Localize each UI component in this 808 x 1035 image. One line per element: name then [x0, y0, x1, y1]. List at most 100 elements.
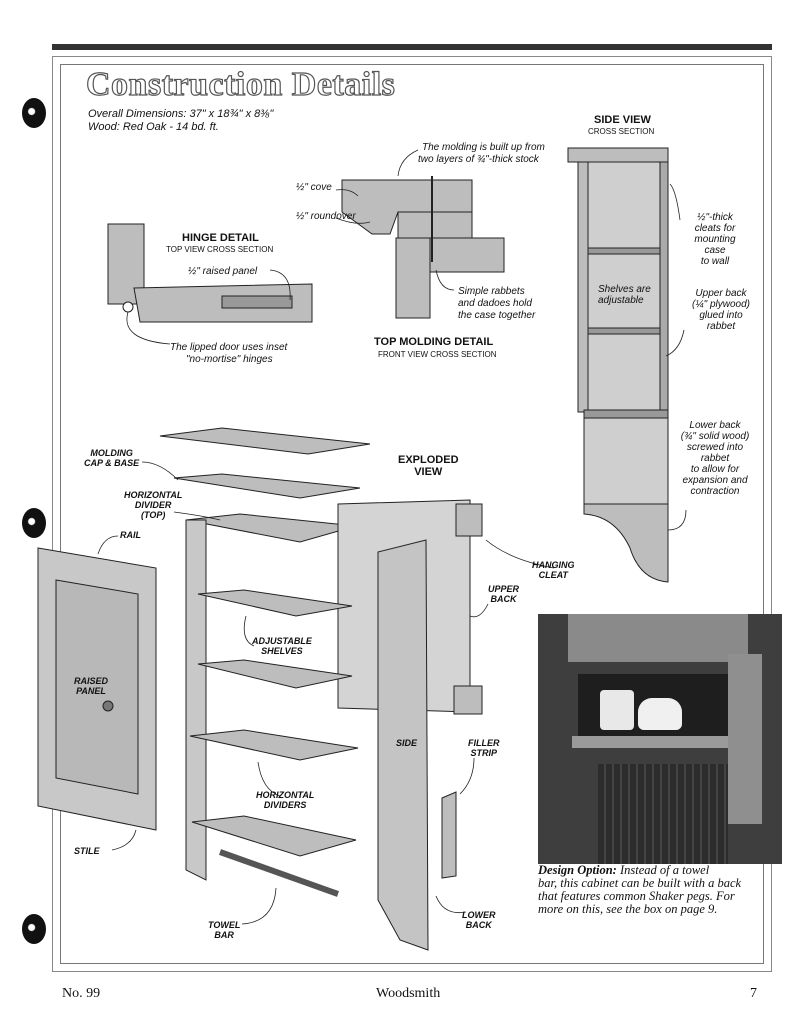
molding-cap-label1: MOLDING — [90, 448, 133, 458]
stile-label: STILE — [74, 846, 100, 856]
photo-sugar-bowl — [638, 698, 682, 730]
top-molding-lower — [397, 211, 473, 239]
design-option-line3: that features common Shaker pegs. For — [538, 889, 735, 903]
hinge-note-line1: The lipped door uses inset — [170, 342, 288, 353]
raised-panel-label1: RAISED — [74, 676, 109, 686]
molding-note-line1: The molding is built up from — [422, 142, 545, 153]
shelf — [197, 589, 353, 617]
left-side — [185, 519, 207, 881]
magazine-name: Woodsmith — [376, 986, 441, 1001]
door-knob — [102, 700, 114, 712]
photo-back-boards — [598, 764, 728, 864]
adj-shelves-label1: ADJUSTABLE — [252, 636, 312, 646]
page-number: 7 — [750, 986, 757, 1001]
design-option-lead: Design Option: — [538, 863, 617, 877]
hinge-subheading: TOP VIEW CROSS SECTION — [166, 245, 274, 254]
binder-hole-icon — [22, 508, 46, 538]
molding-cap-label2: CAP & BASE — [84, 458, 140, 468]
hanging-cleat-label2: CLEAT — [538, 570, 568, 580]
upper-back-line1: Upper back — [695, 288, 747, 299]
cleats-line5: to wall — [700, 256, 730, 267]
lower-back-line5: to allow for — [690, 464, 740, 475]
hdividers-label1: HORIZONTAL — [256, 790, 315, 800]
side-lower — [583, 417, 669, 505]
top-molding-subheading: FRONT VIEW CROSS SECTION — [378, 350, 497, 359]
lower-back-line4: rabbet — [700, 453, 730, 464]
side-label: SIDE — [396, 738, 418, 748]
binder-hole-icon — [22, 914, 46, 944]
shelf — [197, 659, 353, 689]
roundover-label: ½" roundover — [296, 211, 356, 222]
cleats-line2: cleats for — [694, 223, 736, 234]
side-shelf — [587, 247, 661, 255]
raised-panel-section — [221, 295, 293, 309]
side-panel — [587, 161, 661, 415]
lower-back-line6: expansion and — [682, 475, 748, 486]
upper-back-label1: UPPER — [488, 584, 520, 594]
towel-bar-label1: TOWEL — [208, 920, 241, 930]
lower-back-line2: (¾" solid wood) — [680, 431, 750, 442]
design-option-line4: more on this, see the box on page 9. — [538, 902, 718, 916]
photo-cabinet-side — [728, 654, 762, 824]
towel-bar — [218, 849, 340, 897]
shelves-note-line2: adjustable — [598, 295, 644, 306]
side-view-heading: SIDE VIEW — [594, 114, 651, 126]
hinge-heading: HINGE DETAIL — [182, 232, 259, 244]
door-panel — [55, 579, 139, 795]
lower-back-line1: Lower back — [689, 420, 741, 431]
cleats-line3: mounting — [694, 234, 736, 245]
upper-back-line3: glued into — [699, 310, 743, 321]
photo-shelf — [572, 736, 738, 748]
photo-mug — [600, 690, 634, 730]
top-molding-profile — [341, 179, 473, 235]
lower-back-label2: BACK — [465, 920, 492, 930]
divider — [189, 729, 359, 761]
top-molding-heading: TOP MOLDING DETAIL — [374, 336, 494, 348]
rail-label: RAIL — [120, 530, 141, 540]
hdiv-label2: DIVIDER — [134, 500, 172, 510]
filler-strip-label2: STRIP — [470, 748, 497, 758]
rabbets-note-line2: and dadoes hold — [458, 298, 532, 309]
side-upper-back — [659, 161, 669, 415]
exploded-heading-line2: VIEW — [414, 466, 443, 478]
molding-cap — [159, 427, 371, 455]
side-view-subheading: CROSS SECTION — [588, 127, 655, 136]
shelves-note-line1: Shelves are — [598, 284, 651, 295]
towel-bar-label2: BAR — [214, 930, 234, 940]
upper-back-line2: (¼" plywood) — [691, 299, 751, 310]
lower-back-label1: LOWER — [462, 910, 496, 920]
binder-hole-icon — [22, 98, 46, 128]
hanging-cleat-lower — [453, 685, 483, 715]
upper-back-label2: BACK — [490, 594, 517, 604]
wood-spec: Wood: Red Oak - 14 bd. ft. — [88, 121, 219, 133]
hinge-pin — [122, 301, 134, 313]
page-title: Construction Details — [85, 65, 396, 103]
side-divider — [583, 409, 669, 419]
hinge-note-line2: "no-mortise" hinges — [186, 354, 273, 365]
cove-label: ½" cove — [296, 182, 332, 193]
page-frame — [52, 56, 772, 972]
side-front-stile — [577, 161, 589, 413]
upper-back-line4: rabbet — [706, 321, 736, 332]
raised-panel-label: ½" raised panel — [188, 266, 258, 277]
divider — [191, 815, 357, 857]
molding-base — [173, 473, 361, 499]
hdividers-label2: DIVIDERS — [263, 800, 307, 810]
right-side — [377, 539, 429, 951]
design-option-photo — [538, 614, 782, 864]
side-molding — [567, 147, 669, 163]
raised-panel-label2: PANEL — [76, 686, 106, 696]
lower-back — [441, 791, 457, 879]
side-shelf — [587, 327, 661, 335]
rabbets-note-line3: the case together — [458, 310, 536, 321]
hanging-cleat-label1: HANGING — [532, 560, 575, 570]
adj-shelves-label2: SHELVES — [261, 646, 303, 656]
design-option-line1: Instead of a towel — [616, 863, 710, 877]
rabbets-note-line1: Simple rabbets — [458, 286, 525, 297]
design-option-line2: bar, this cabinet can be built with a ba… — [538, 876, 742, 890]
photo-cabinet-top — [568, 614, 748, 662]
lower-back-line7: contraction — [690, 486, 740, 497]
design-option-caption: Design Option: Instead of a towel bar, t… — [538, 864, 772, 916]
molding-note-line2: two layers of ¾"-thick stock — [418, 154, 539, 165]
hdiv-label1: HORIZONTAL — [124, 490, 183, 500]
